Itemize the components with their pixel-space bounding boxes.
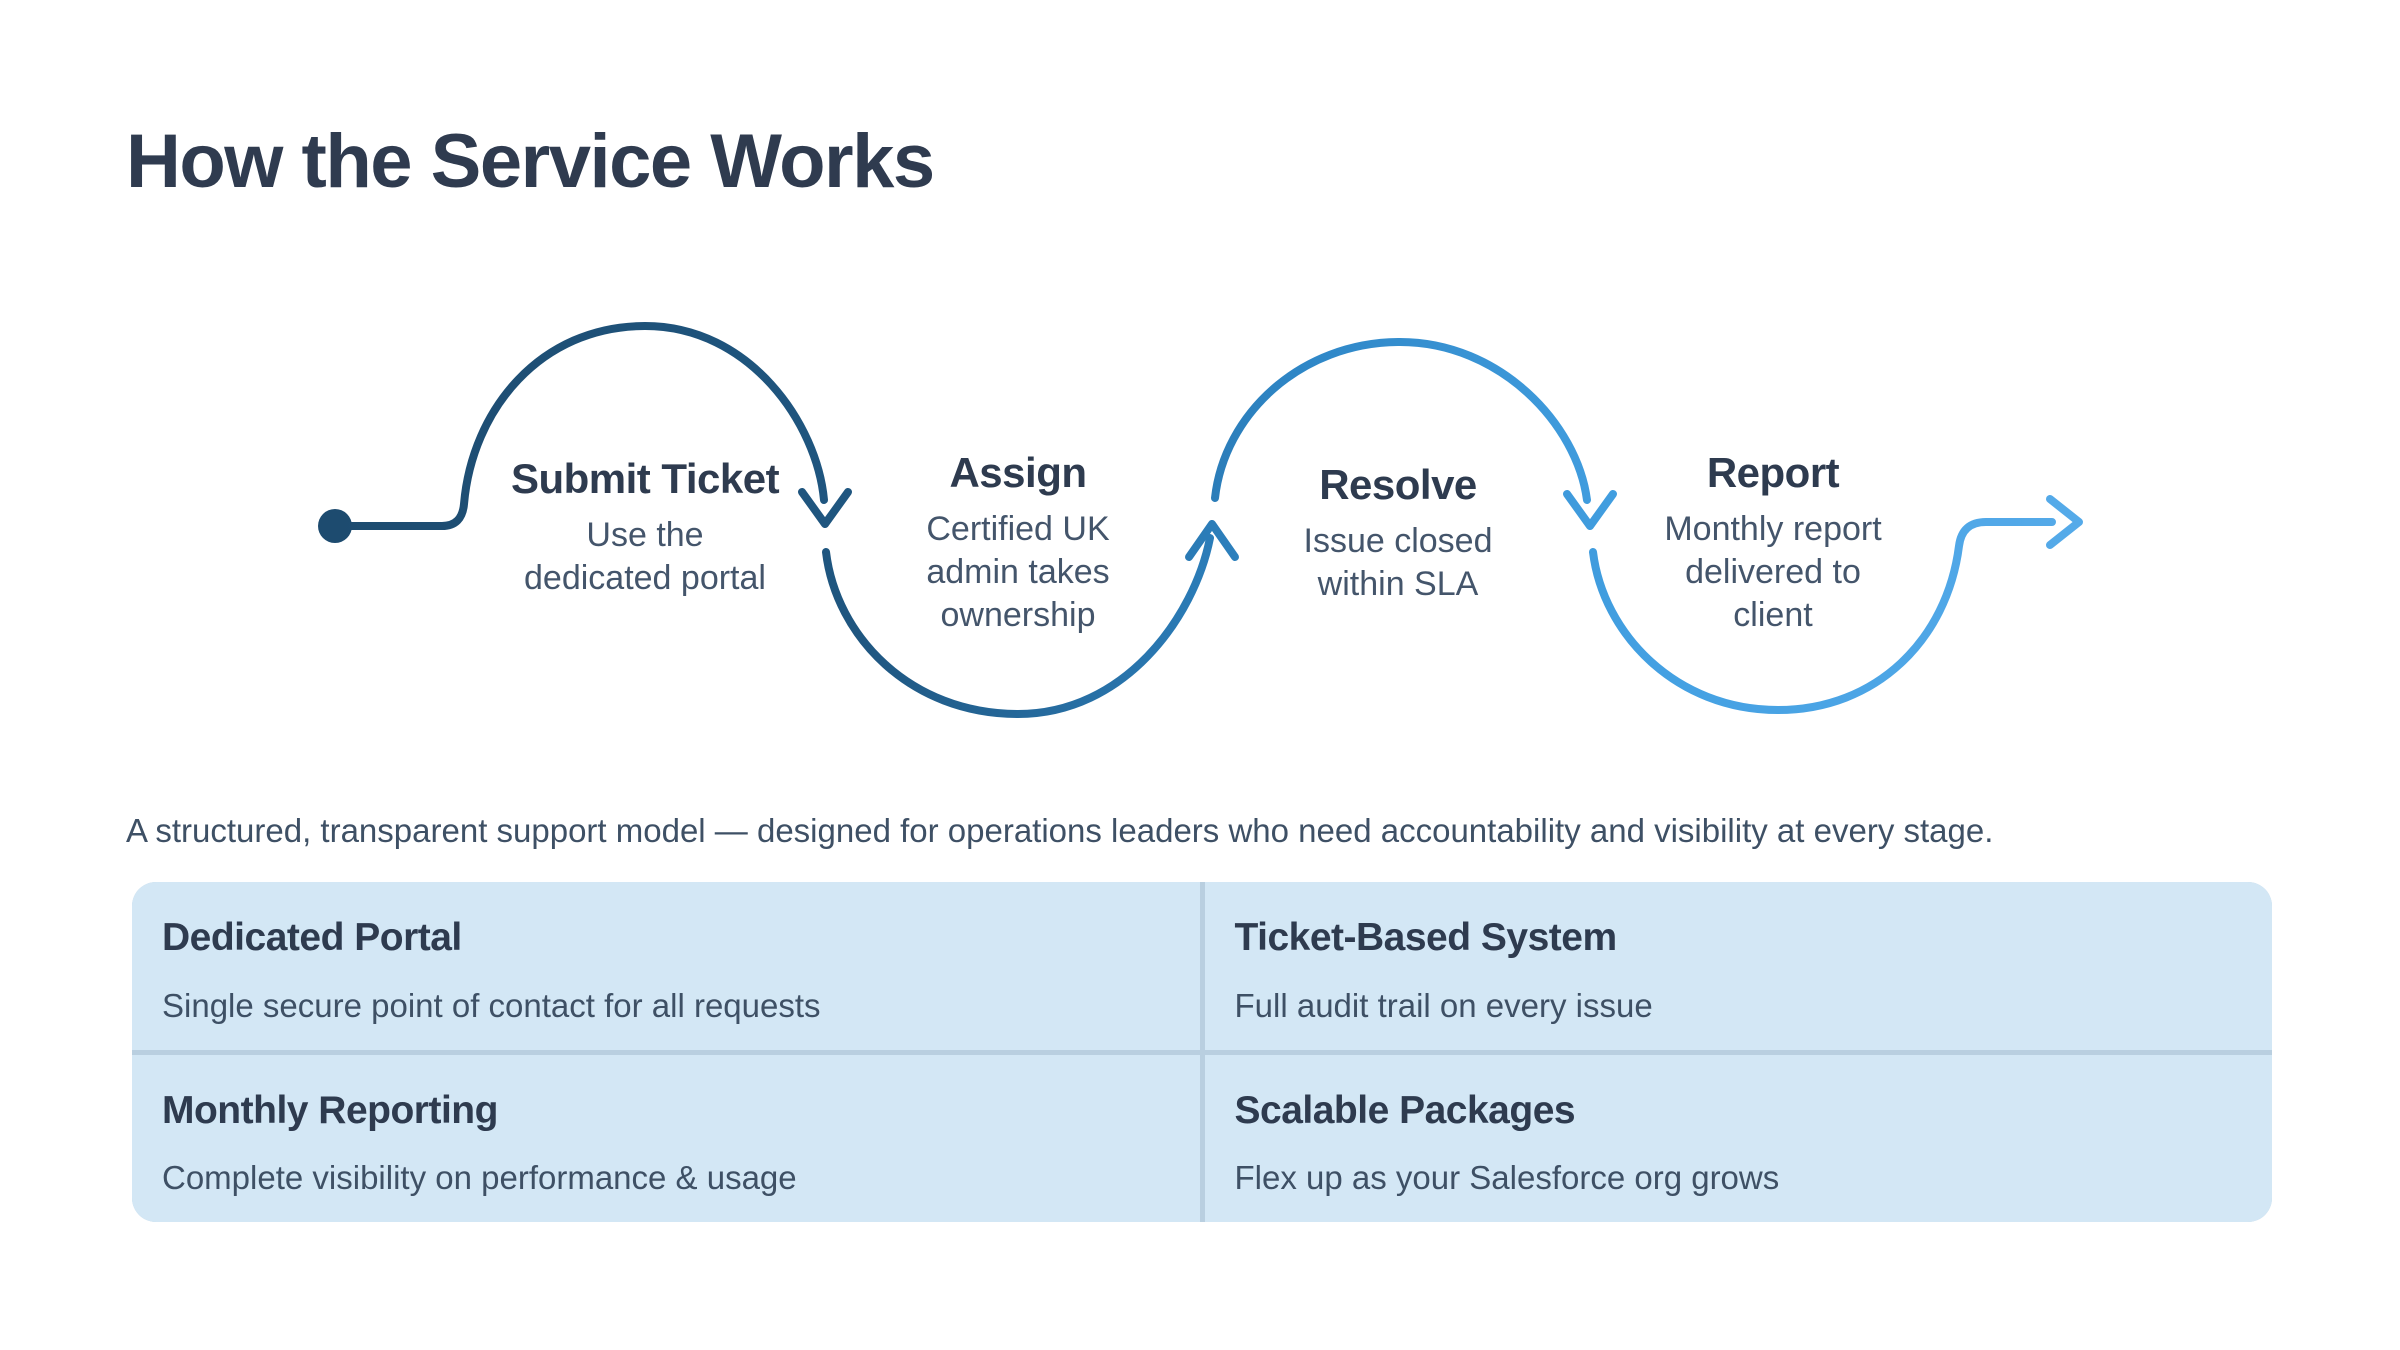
feature-description: Flex up as your Salesforce org grows <box>1234 1159 1780 1197</box>
arrow-down-icon <box>1563 490 1617 530</box>
feature-card-dedicated-portal: Dedicated Portal Single secure point of … <box>132 882 1200 1050</box>
feature-description: Single secure point of contact for all r… <box>162 986 821 1024</box>
feature-card-scalable-packages: Scalable Packages Flex up as your Salesf… <box>1204 1054 2272 1222</box>
step-title: Assign <box>949 449 1087 496</box>
step-description: Use the dedicated portal <box>524 516 766 598</box>
features-panel: Dedicated Portal Single secure point of … <box>132 882 2272 1222</box>
flow-line-segment-3 <box>1211 338 1591 504</box>
feature-title: Ticket-Based System <box>1234 916 1618 959</box>
feature-title: Monthly Reporting <box>162 1088 498 1132</box>
flow-step-report: Report Monthly report delivered to clien… <box>1664 449 1882 637</box>
step-description: Issue closed within SLA <box>1303 522 1493 604</box>
feature-description: Complete visibility on performance & usa… <box>162 1159 797 1197</box>
flow-line-segment-1 <box>331 322 828 530</box>
step-description: Certified UK admin takes ownership <box>926 510 1110 634</box>
arrow-right-icon <box>2046 495 2083 549</box>
arrow-up-icon <box>1185 520 1239 561</box>
flow-step-submit-ticket: Submit Ticket Use the dedicated portal <box>510 455 780 600</box>
feature-description: Full audit trail on every issue <box>1234 986 1653 1024</box>
feature-card-ticket-based-system: Ticket-Based System Full audit trail on … <box>1204 882 2272 1050</box>
step-title: Resolve <box>1319 461 1477 508</box>
flow-step-assign: Assign Certified UK admin takes ownershi… <box>926 449 1110 637</box>
feature-title: Dedicated Portal <box>162 916 462 959</box>
flow-step-resolve: Resolve Issue closed within SLA <box>1303 461 1493 606</box>
summary-text: A structured, transparent support model … <box>126 812 1994 849</box>
flow-line-segment-4 <box>1589 518 2056 714</box>
step-title: Report <box>1706 449 1840 496</box>
arrow-down-icon <box>798 488 852 528</box>
page-title: How the Service Works <box>126 119 935 204</box>
step-title: Submit Ticket <box>510 455 780 502</box>
flow-line-segment-2 <box>822 534 1214 718</box>
feature-title: Scalable Packages <box>1234 1088 1576 1132</box>
step-description: Monthly report delivered to client <box>1664 510 1882 634</box>
feature-card-monthly-reporting: Monthly Reporting Complete visibility on… <box>132 1054 1200 1222</box>
